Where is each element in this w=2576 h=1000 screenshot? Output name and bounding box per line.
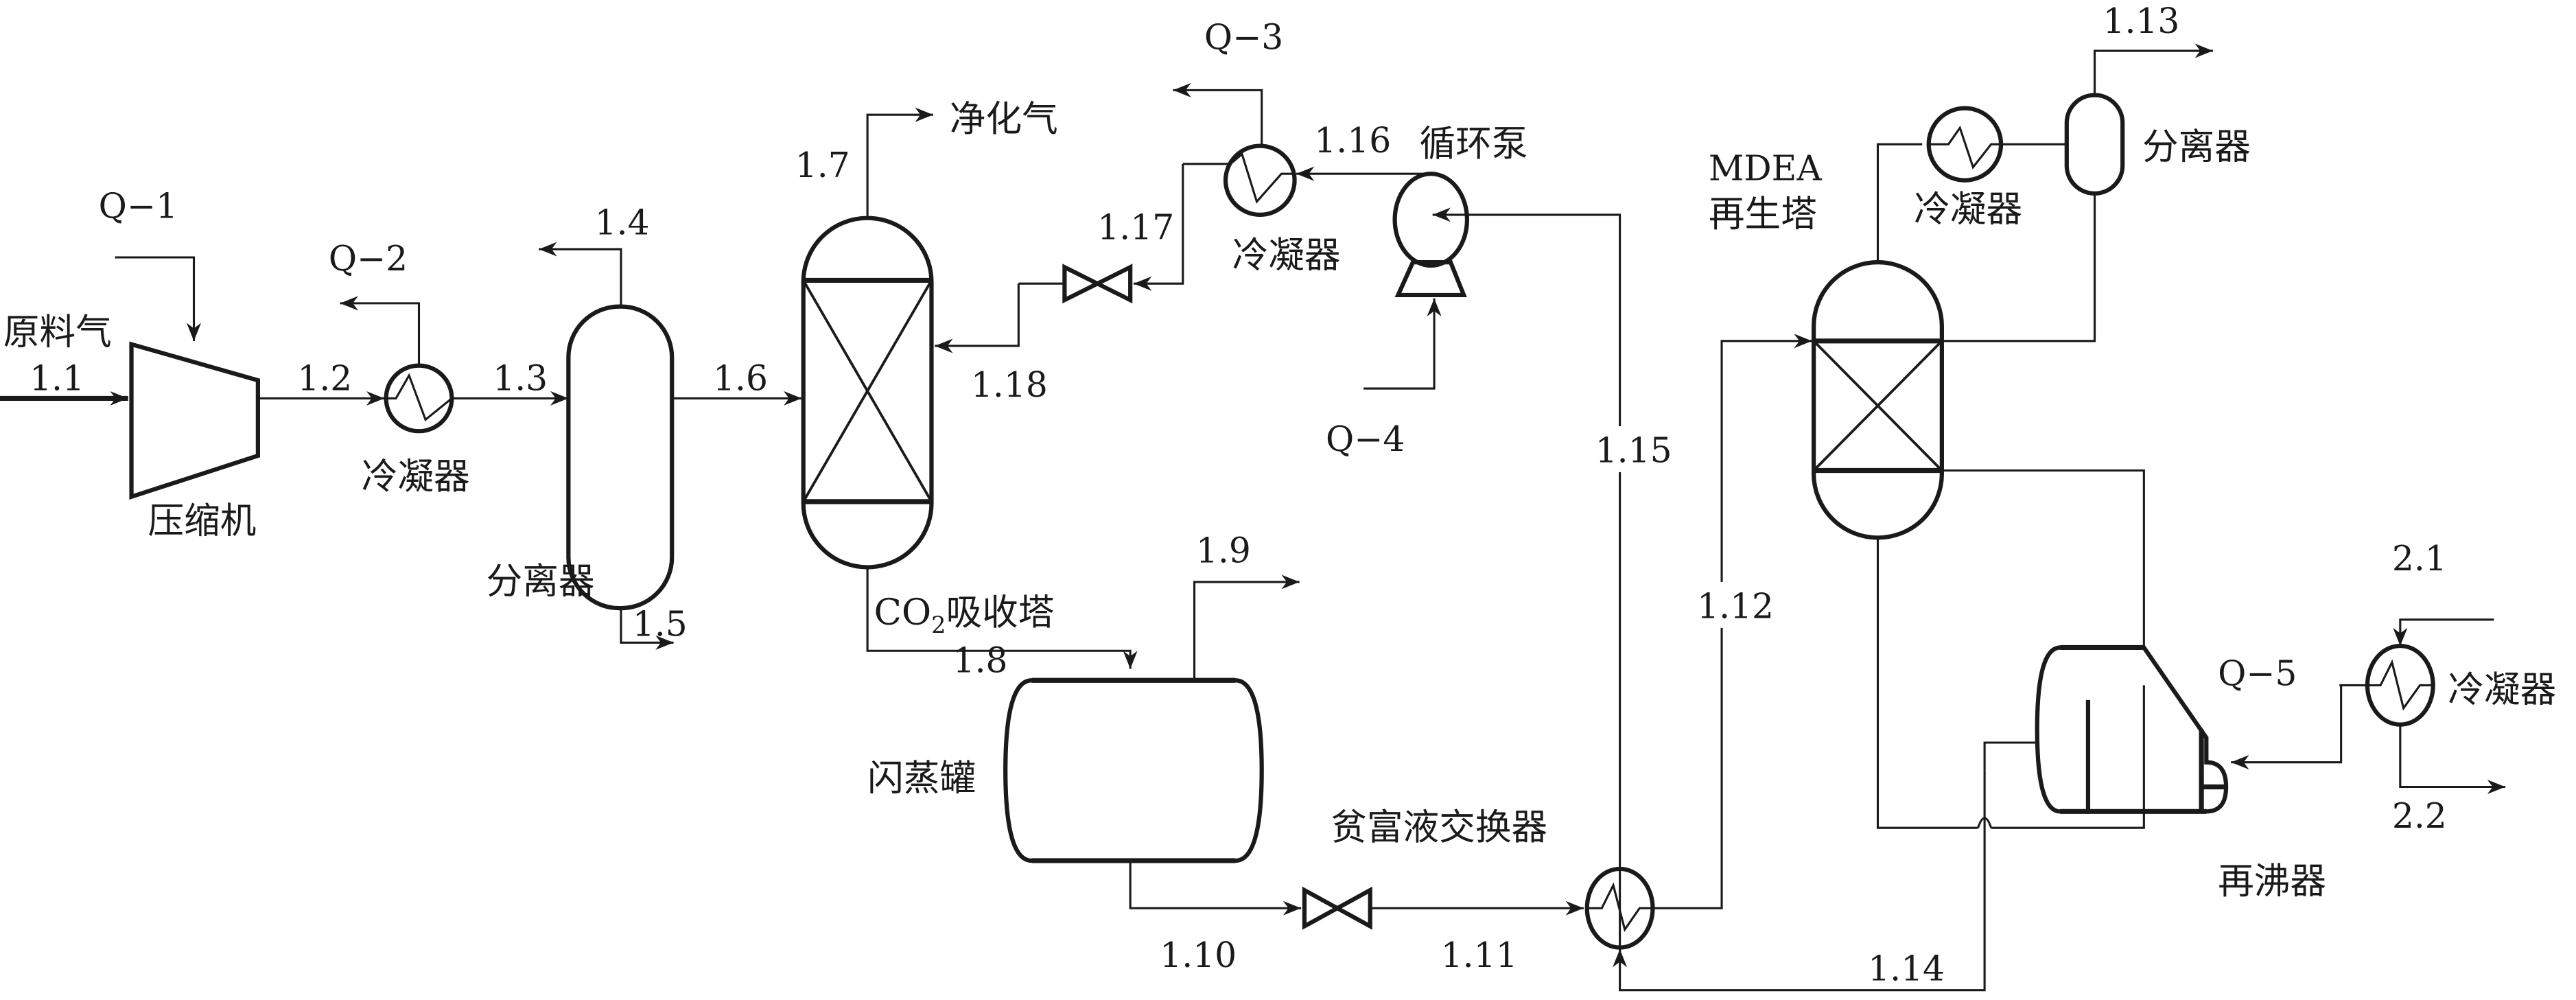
stream-1-16: 1.16 bbox=[1296, 120, 1429, 181]
mdea-regenerator: MDEA 再生塔 bbox=[1709, 148, 1944, 540]
reboiler: 再沸器 Q−5 bbox=[1983, 644, 2326, 903]
stream-1-2-label: 1.2 bbox=[297, 358, 352, 399]
valve-2 bbox=[1302, 886, 1372, 930]
stream-1-12: 1.12 bbox=[1654, 334, 1812, 909]
purified-gas-label: 净化气 bbox=[950, 98, 1058, 140]
lean-rich-exchanger-label: 贫富液交换器 bbox=[1331, 806, 1547, 848]
q1-label: Q−1 bbox=[99, 186, 178, 226]
co2-absorber: CO2吸收塔 bbox=[801, 216, 1055, 638]
stream-2-2: 2.2 bbox=[2392, 724, 2506, 836]
stream-1-13-label: 1.13 bbox=[2103, 1, 2179, 41]
q1-energy-stream: Q−1 bbox=[99, 186, 202, 341]
separator-2-label: 分离器 bbox=[2142, 126, 2251, 168]
condenser-3-label: 冷凝器 bbox=[1914, 189, 2022, 231]
q2-label: Q−2 bbox=[329, 238, 408, 279]
stream-1-15-label: 1.15 bbox=[1595, 430, 1672, 471]
stream-1-3: 1.3 bbox=[452, 358, 569, 406]
stream-2-1: 2.1 bbox=[2392, 538, 2494, 647]
stream-1-8-label: 1.8 bbox=[953, 640, 1008, 680]
regenerator-label-line2: 再生塔 bbox=[1709, 194, 1817, 235]
separator-2-reflux bbox=[1941, 193, 2096, 342]
valve-1 bbox=[1018, 264, 1133, 304]
stream-1-6-label: 1.6 bbox=[713, 358, 768, 399]
stream-1-15: 1.15 bbox=[1432, 207, 1672, 960]
stream-1-2: 1.2 bbox=[257, 358, 385, 406]
separator-1: 分离器 bbox=[487, 304, 675, 611]
separator-1-label: 分离器 bbox=[487, 561, 595, 603]
q2-energy-stream: Q−2 bbox=[329, 238, 421, 366]
condenser-1-label: 冷凝器 bbox=[362, 456, 470, 498]
reboiler-icon bbox=[2035, 645, 2229, 814]
lean-rich-exchanger: 贫富液交换器 bbox=[1331, 806, 1655, 950]
stream-1-18-label: 1.18 bbox=[971, 364, 1048, 405]
pump-icon bbox=[1392, 172, 1470, 268]
stream-1-14: 1.14 bbox=[1613, 770, 1986, 992]
stream-1-11-label: 1.11 bbox=[1441, 935, 1518, 975]
stream-1-10: 1.10 bbox=[1129, 860, 1302, 975]
circulation-pump-label: 循环泵 bbox=[1420, 123, 1528, 165]
reboiler-label: 再沸器 bbox=[2218, 861, 2326, 903]
compressor: 压缩机 bbox=[129, 341, 260, 542]
stream-1-14-label: 1.14 bbox=[1868, 948, 1945, 988]
stream-1-17: 1.17 bbox=[1097, 163, 1184, 291]
stream-2-2-label: 2.2 bbox=[2392, 795, 2447, 836]
stream-1-3-label: 1.3 bbox=[493, 358, 548, 399]
stream-1-13: 1.13 bbox=[2093, 1, 2213, 95]
stream-2-1-label: 2.1 bbox=[2392, 538, 2447, 579]
reboiler-heating-return bbox=[2231, 685, 2343, 770]
condenser-3: 冷凝器 bbox=[1914, 106, 2067, 231]
q3-energy-stream: Q−3 bbox=[1173, 17, 1283, 146]
circulation-pump: 循环泵 bbox=[1392, 123, 1528, 298]
stream-1-9: 1.9 bbox=[1193, 530, 1300, 681]
vessel-icon bbox=[2064, 93, 2125, 196]
flash-tank-label: 闪蒸罐 bbox=[867, 757, 976, 799]
flash-tank: 闪蒸罐 bbox=[867, 677, 1264, 863]
stream-1-7: 1.7 净化气 bbox=[795, 98, 1058, 218]
flash-tank-icon bbox=[1003, 678, 1264, 863]
regenerator-bottoms bbox=[1876, 469, 2145, 829]
condenser-2-label: 冷凝器 bbox=[1232, 234, 1341, 276]
q4-label: Q−4 bbox=[1326, 419, 1405, 459]
stream-1-4: 1.4 bbox=[539, 202, 650, 307]
separator-2: 分离器 bbox=[2064, 93, 2251, 196]
condenser-1: 冷凝器 bbox=[362, 363, 470, 498]
absorber-label: CO2吸收塔 bbox=[874, 592, 1055, 638]
stream-1-5: 1.5 bbox=[620, 604, 688, 650]
compressor-label: 压缩机 bbox=[148, 500, 256, 542]
stream-1-7-label: 1.7 bbox=[795, 145, 850, 185]
compressor-icon bbox=[129, 341, 260, 500]
column-icon bbox=[1812, 260, 1944, 540]
stream-1-12-label: 1.12 bbox=[1697, 586, 1774, 627]
stream-1-16-label: 1.16 bbox=[1314, 120, 1391, 161]
q5-label: Q−5 bbox=[2218, 653, 2297, 693]
stream-1-4-label: 1.4 bbox=[595, 202, 650, 243]
stream-1-6: 1.6 bbox=[672, 358, 802, 406]
condenser-4: 冷凝器 bbox=[2339, 643, 2556, 727]
q3-label: Q−3 bbox=[1204, 17, 1283, 58]
stream-1-1-label: 1.1 bbox=[30, 358, 84, 399]
stream-1-8: 1.8 bbox=[866, 567, 1138, 680]
feed-gas-label: 原料气 bbox=[3, 312, 112, 353]
stream-1-17-label: 1.17 bbox=[1097, 207, 1174, 248]
stream-1-5-label: 1.5 bbox=[633, 604, 688, 644]
valve-icon bbox=[1302, 886, 1342, 930]
valve-icon bbox=[1062, 264, 1103, 304]
condenser-4-label: 冷凝器 bbox=[2448, 668, 2556, 710]
feed-gas-stream: 原料气 1.1 bbox=[0, 312, 128, 406]
stream-1-10-label: 1.10 bbox=[1160, 935, 1237, 975]
regenerator-overhead bbox=[1876, 143, 1923, 263]
heat-exchanger-icon bbox=[1223, 143, 1297, 218]
q4-energy-stream: Q−4 bbox=[1326, 298, 1442, 459]
regenerator-label-line1: MDEA bbox=[1709, 148, 1822, 189]
stream-1-9-label: 1.9 bbox=[1196, 530, 1251, 570]
stream-1-11: 1.11 bbox=[1370, 900, 1584, 975]
stream-1-18: 1.18 bbox=[935, 283, 1048, 405]
condenser-2: 冷凝器 bbox=[1182, 143, 1341, 276]
